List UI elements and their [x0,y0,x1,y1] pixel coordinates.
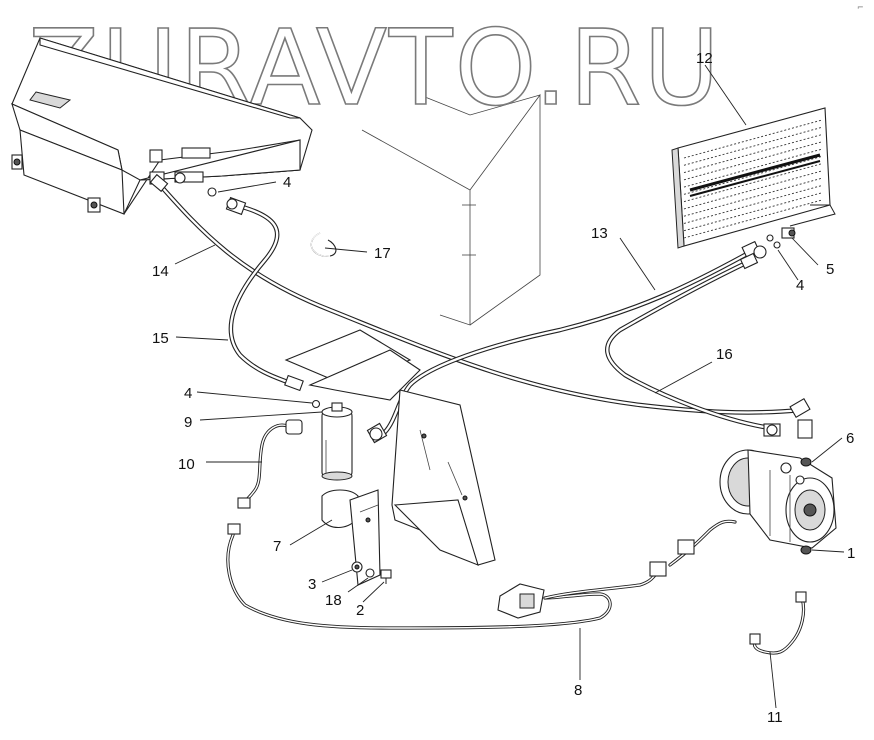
leader-lines [174,64,845,709]
callout-4-mid: 4 [184,385,192,402]
wiring-harness-part-8 [226,519,737,630]
clip-part-17 [310,232,337,257]
callout-9: 9 [184,414,192,431]
bolt-part-2 [380,569,392,584]
callout-4-top: 4 [283,174,291,191]
callout-7: 7 [273,538,281,555]
callout-1: 1 [847,545,855,562]
callout-11: 11 [767,709,783,726]
mounting-bracket [284,329,496,566]
callout-17: 17 [374,245,391,262]
callout-2: 2 [356,602,364,619]
evaporator-housing-part-14 [11,37,313,215]
nut-part-3 [351,561,363,573]
receiver-drier-part-9 [321,402,353,481]
fitting-part-5 [781,227,796,239]
washer-part-18 [365,568,375,578]
condenser-part-12 [671,107,836,249]
callout-5: 5 [826,261,834,278]
hose-fittings [149,173,813,444]
callout-8: 8 [574,682,582,699]
callout-15: 15 [152,330,169,347]
hose-part-16 [605,259,773,431]
callout-10: 10 [178,456,195,473]
pressure-switch-part-10 [237,419,303,509]
callout-labels: 12 4 17 14 15 4 9 10 7 3 18 2 13 5 4 16 … [152,50,855,726]
bulkhead-panel [361,93,541,326]
o-ring-part-4 [207,187,781,409]
callout-4-right: 4 [796,277,804,294]
compressor-part-1 [719,449,837,555]
callout-6: 6 [846,430,854,447]
callout-14: 14 [152,263,169,280]
callout-3: 3 [308,576,316,593]
o-ring-part-6 [800,457,812,467]
callout-18: 18 [325,592,342,609]
corner-mark: ⌐ [857,3,864,12]
strap-part-7 [321,489,381,586]
watermark: ZURAVTO.RU [28,7,722,129]
hose-part-15 [228,202,298,388]
callout-12: 12 [696,50,713,67]
callout-13: 13 [591,225,608,242]
callout-16: 16 [716,346,733,363]
sensor-part-11 [749,591,807,655]
